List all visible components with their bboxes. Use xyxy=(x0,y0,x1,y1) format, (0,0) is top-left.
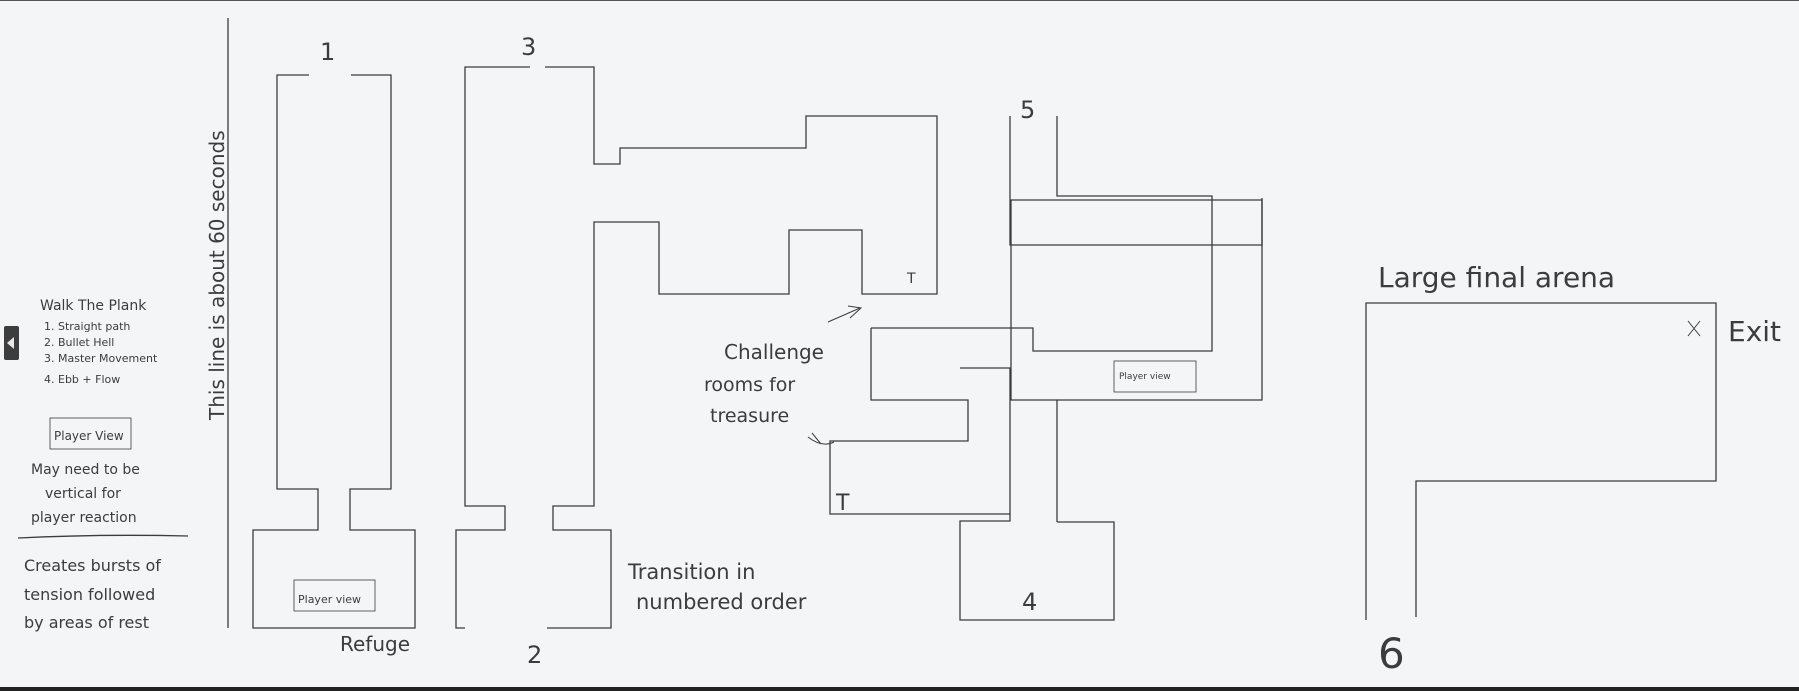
room-number-5: 5 xyxy=(1020,96,1035,124)
room-number-1: 1 xyxy=(320,38,335,66)
room-5-right-wall xyxy=(1057,198,1263,401)
legend-note: player reaction xyxy=(31,510,137,526)
player-view-box-legend xyxy=(49,417,132,450)
exit-label: Exit xyxy=(1728,315,1781,348)
exit-x-mark xyxy=(1687,320,1701,337)
treasure-marker: T xyxy=(835,491,850,516)
legend-item: 3. Master Movement xyxy=(44,352,158,365)
room-number-2: 2 xyxy=(527,641,542,669)
summary-line: by areas of rest xyxy=(24,613,149,632)
legend-item: 4. Ebb + Flow xyxy=(44,373,120,386)
player-view-room5-label: Player view xyxy=(1119,372,1171,382)
transition-label: Transition in xyxy=(627,560,755,584)
challenge-label: treasure xyxy=(710,405,789,427)
collapse-panel-icon xyxy=(7,337,14,349)
player-view-refuge-label: Player view xyxy=(298,593,361,606)
side-panel-toggle[interactable] xyxy=(4,326,19,360)
legend-title: Walk The Plank xyxy=(40,298,147,314)
room-number-6: 6 xyxy=(1378,629,1405,678)
final-arena-label: Large final arena xyxy=(1378,261,1615,294)
arrow-lower xyxy=(807,432,835,445)
room-number-4: 4 xyxy=(1022,588,1037,616)
treasure-marker: T xyxy=(906,271,916,287)
legend-item: 2. Bullet Hell xyxy=(44,336,114,349)
room-1-straight-path xyxy=(252,74,416,629)
legend-divider xyxy=(17,534,189,539)
transition-label: numbered order xyxy=(636,590,807,614)
arrow-upper xyxy=(827,305,863,323)
room-number-3: 3 xyxy=(521,33,536,61)
top-border xyxy=(0,0,1799,1)
legend-note: vertical for xyxy=(45,486,121,502)
room-4-ebb-flow xyxy=(959,514,1115,621)
summary-line: tension followed xyxy=(24,585,155,604)
room-3-master-movement xyxy=(545,66,938,629)
challenge-label: rooms for xyxy=(704,374,795,396)
room-6-final-arena xyxy=(1365,302,1717,620)
legend-note: May need to be xyxy=(31,462,140,478)
player-view-box-refuge xyxy=(293,579,376,612)
player-view-box-room5 xyxy=(1113,360,1197,393)
challenge-room-lower xyxy=(829,328,1011,515)
refuge-label: Refuge xyxy=(340,632,410,656)
room-2-left-wall xyxy=(455,66,530,629)
challenge-label: Challenge xyxy=(724,340,824,364)
timeline-label: This line is about 60 seconds xyxy=(205,130,229,421)
room-5-bullet-hell xyxy=(871,116,1263,522)
summary-line: Creates bursts of xyxy=(24,556,161,575)
bottom-border xyxy=(0,687,1799,691)
legend-item: 1. Straight path xyxy=(44,320,130,333)
legend-player-view: Player View xyxy=(54,429,124,443)
